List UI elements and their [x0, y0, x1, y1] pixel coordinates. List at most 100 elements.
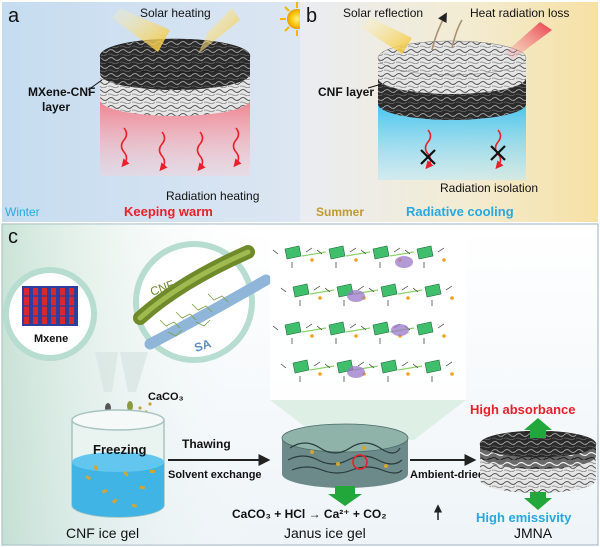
- sa-chain-segment-icon: [347, 290, 365, 302]
- bond-line: [368, 361, 409, 382]
- glucose-ring-icon: [284, 321, 302, 336]
- hydrogen-bond-line: [345, 327, 371, 333]
- hydrogen-bond-line: [301, 251, 327, 257]
- bond-line: [324, 285, 365, 306]
- jmna-label: JMNA: [514, 525, 553, 541]
- cnf-ice-gel-label: CNF ice gel: [66, 525, 139, 541]
- high-emissivity-label: High emissivity: [476, 510, 572, 525]
- solar-reflection-beam: [362, 16, 412, 54]
- cnf-ice-gel-beaker: [71, 409, 165, 518]
- ion-dot-icon: [310, 258, 314, 262]
- sa-label: SA: [193, 336, 213, 355]
- glucose-ring-icon: [380, 283, 398, 298]
- mxene-cnf-layer-label-2: layer: [42, 100, 70, 114]
- glucose-ring-icon: [372, 321, 390, 336]
- sa-chain-segment-icon: [395, 256, 413, 268]
- cnf-droplet-icon: [127, 401, 133, 411]
- reaction-label: CaCO₃ + HCl → Ca²⁺ + CO₂: [232, 507, 387, 521]
- mxene-cnf-layer-label-1: MXene-CNF: [28, 85, 95, 99]
- bond-line: [360, 247, 401, 268]
- bond-line: [272, 323, 313, 344]
- bond-line: [316, 247, 357, 268]
- layer-leader-line: [87, 79, 103, 91]
- glucose-ring-icon: [292, 359, 310, 374]
- emissivity-arrow-icon: [524, 492, 552, 510]
- ion-dot-icon: [442, 334, 446, 338]
- ion-dot-icon: [450, 296, 454, 300]
- mxene-stack-icon: [22, 286, 78, 326]
- radiation-heating-arrows: [120, 127, 242, 172]
- glucose-ring-icon: [328, 245, 346, 260]
- bond-line: [272, 247, 313, 268]
- bond-line: [368, 285, 409, 306]
- keeping-warm-label: Keeping warm: [124, 204, 213, 219]
- ion-dot-icon: [406, 296, 410, 300]
- winter-label: Winter: [5, 205, 40, 219]
- sa-chain-segment-icon: [347, 366, 365, 378]
- hydrogen-bond-line: [397, 289, 423, 295]
- solar-heating-label: Solar heating: [140, 6, 211, 20]
- cnf-sa-inset: CNF SA: [133, 241, 272, 363]
- blocked-radiation-arrows: [420, 129, 506, 170]
- hydrogen-bond-line: [301, 327, 327, 333]
- panel-c: c Mxene: [1, 223, 599, 546]
- glucose-ring-icon: [416, 321, 434, 336]
- panel-c-letter: c: [8, 226, 18, 248]
- bond-line: [412, 285, 453, 306]
- sa-chain-segment-icon: [391, 324, 409, 336]
- bond-line: [316, 323, 357, 344]
- molecular-network-inset: [270, 234, 466, 440]
- ambient-dried-label: Ambient-dried: [410, 469, 485, 481]
- janus-ice-gel-label: Janus ice gel: [284, 525, 366, 541]
- summer-label: Summer: [316, 205, 364, 219]
- mxene-dropper-icon: [95, 352, 118, 392]
- glucose-ring-icon: [328, 321, 346, 336]
- bond-line: [280, 361, 321, 382]
- ion-dot-icon: [318, 372, 322, 376]
- absorbance-arrow-icon: [524, 418, 552, 438]
- mxene-inset: Mxene: [3, 267, 97, 361]
- hydrogen-bond-line: [389, 251, 415, 257]
- glucose-ring-icon: [380, 359, 398, 374]
- panel-a-letter: a: [8, 5, 20, 27]
- reflection-arrows-icon: [431, 12, 463, 51]
- hydrogen-bond-line: [345, 251, 371, 257]
- panel-b-letter: b: [306, 5, 317, 27]
- ion-dot-icon: [354, 334, 358, 338]
- glucose-ring-icon: [284, 245, 302, 260]
- bond-line: [324, 361, 365, 382]
- ion-dot-icon: [406, 372, 410, 376]
- solar-beam-left: [112, 8, 170, 52]
- janus-ice-gel-disc: [281, 423, 409, 488]
- hydrogen-bond-line: [397, 365, 423, 371]
- glucose-ring-icon: [424, 359, 442, 374]
- glucose-ring-icon: [416, 245, 434, 260]
- radiation-isolation-label: Radiation isolation: [440, 181, 538, 195]
- cnf-dropper-icon: [120, 352, 148, 392]
- heat-loss-beam: [506, 22, 552, 60]
- glucose-ring-icon: [424, 283, 442, 298]
- reaction-arrow-icon: [328, 486, 362, 506]
- cnf-disc: [377, 40, 527, 120]
- ion-dot-icon: [318, 296, 322, 300]
- caco3-label: CaCO₃: [148, 391, 184, 403]
- radiation-heating-label: Radiation heating: [166, 189, 259, 203]
- hydrogen-bond-line: [309, 289, 335, 295]
- solvent-exchange-label: Solvent exchange: [168, 469, 262, 481]
- molecular-network: [272, 245, 454, 382]
- panel-b: b Solar reflection Heat radiation loss C…: [300, 2, 598, 222]
- mxene-label: Mxene: [34, 333, 68, 345]
- bond-line: [404, 247, 445, 268]
- cnf-layer-leader-line: [367, 83, 383, 89]
- solar-reflection-label: Solar reflection: [343, 6, 423, 20]
- panel-a: a Solar heating MXene-CNF layer Radiatio…: [2, 2, 300, 222]
- solar-beam-right: [198, 8, 240, 54]
- glucose-ring-icon: [292, 283, 310, 298]
- zoom-marker-icon: [352, 454, 368, 470]
- thawing-label: Thawing: [182, 437, 231, 451]
- jmna-disc: [479, 430, 597, 493]
- ion-dot-icon: [354, 258, 358, 262]
- bond-line: [412, 361, 453, 382]
- glucose-ring-icon: [372, 245, 390, 260]
